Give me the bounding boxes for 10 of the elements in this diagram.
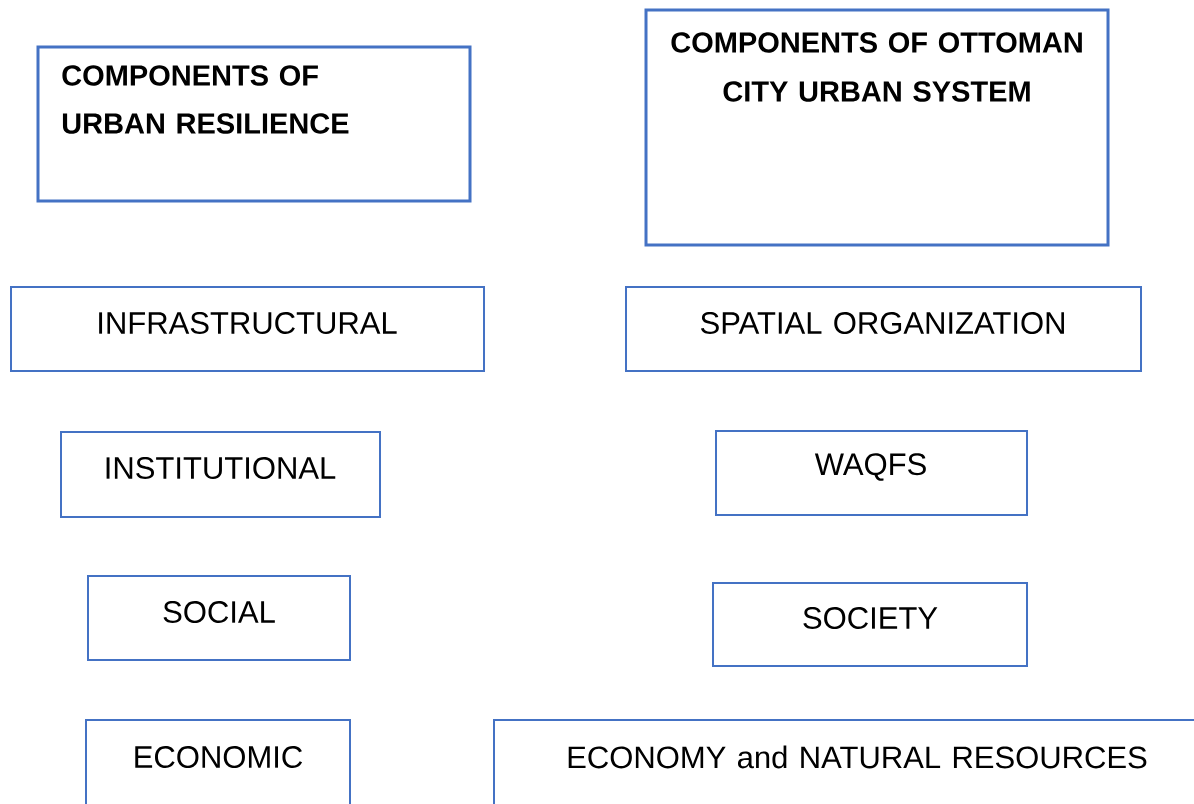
category-box: ECONOMY and NATURAL RESOURCES <box>493 719 1194 804</box>
category-box: ECONOMIC <box>85 719 351 804</box>
category-box: SOCIETY <box>712 582 1028 667</box>
heading-box: COMPONENTS OF URBAN RESILIENCE <box>36 45 472 203</box>
category-box: SOCIAL <box>87 575 351 661</box>
category-box: SPATIAL ORGANIZATION <box>625 286 1142 372</box>
heading-box: COMPONENTS OF OTTOMAN CITY URBAN SYSTEM <box>644 8 1110 247</box>
category-box: INSTITUTIONAL <box>60 431 381 518</box>
category-box: INFRASTRUCTURAL <box>10 286 485 372</box>
category-box: WAQFS <box>715 430 1028 516</box>
